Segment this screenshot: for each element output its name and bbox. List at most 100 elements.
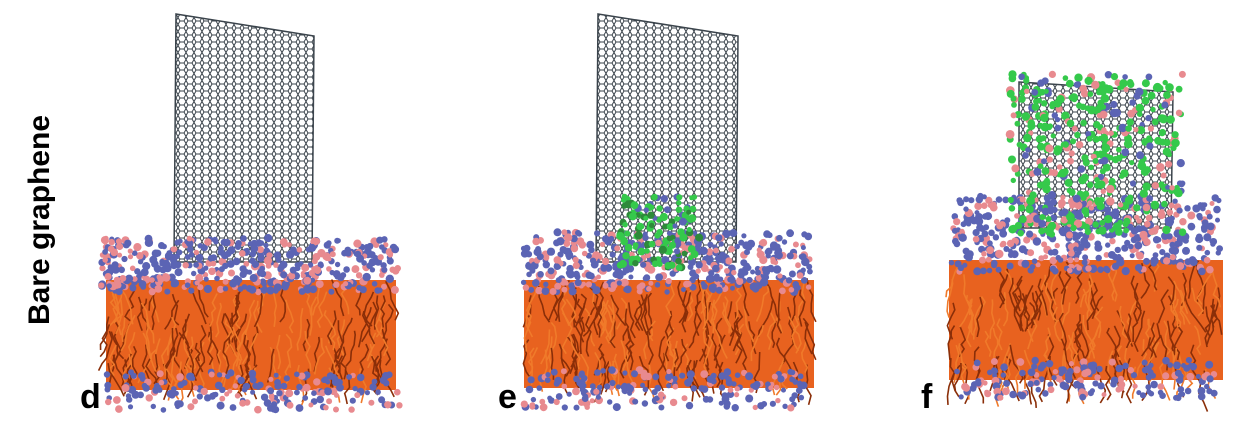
lipid-tail xyxy=(164,299,180,330)
atom xyxy=(786,252,794,260)
lipid-tail xyxy=(1136,339,1148,376)
lipid-tail xyxy=(165,328,175,369)
atom xyxy=(187,403,195,411)
atom xyxy=(261,281,267,287)
atom xyxy=(1116,254,1122,259)
lipid-tail xyxy=(998,271,1006,309)
atom xyxy=(270,406,277,413)
lipid-tail xyxy=(1050,287,1059,324)
atom xyxy=(1116,258,1125,267)
atom xyxy=(1163,257,1171,265)
atom xyxy=(1211,194,1219,202)
atom xyxy=(1000,240,1007,247)
lipid-tail xyxy=(171,293,180,326)
lipid-tail xyxy=(1111,267,1118,302)
lipid-tail xyxy=(539,349,548,392)
lipid-tail xyxy=(523,316,532,352)
atom xyxy=(1163,91,1171,99)
atom xyxy=(581,281,587,287)
atom xyxy=(1099,110,1108,119)
atom xyxy=(307,262,314,268)
atom xyxy=(1156,84,1164,92)
panel-f-illustration xyxy=(945,70,1223,412)
lipid-tail xyxy=(576,298,586,332)
panel-d: d xyxy=(80,0,420,428)
atom xyxy=(585,252,592,259)
atom xyxy=(1066,267,1073,274)
atom xyxy=(1145,73,1153,81)
atom xyxy=(1210,371,1218,378)
lipid-tail xyxy=(1008,277,1022,320)
atom xyxy=(1097,266,1104,274)
atom xyxy=(958,233,967,242)
atom xyxy=(127,248,133,254)
atom xyxy=(788,270,796,278)
atom xyxy=(126,396,133,403)
atom xyxy=(651,260,659,268)
atom xyxy=(570,244,579,253)
panel-f: f xyxy=(921,0,1235,428)
atom xyxy=(1135,225,1143,233)
atom xyxy=(734,372,741,379)
lipid-tail xyxy=(1113,325,1121,358)
atom xyxy=(553,256,562,264)
atom xyxy=(1110,380,1117,388)
atom xyxy=(265,262,272,269)
atom xyxy=(594,230,601,237)
atom xyxy=(630,201,639,210)
atom xyxy=(689,269,697,278)
panel-e-illustration xyxy=(520,13,817,412)
atom xyxy=(1161,200,1168,208)
lipid-tail xyxy=(122,353,133,387)
atom xyxy=(563,233,573,242)
lipid-tail xyxy=(151,288,157,331)
atom xyxy=(655,273,663,282)
atom xyxy=(619,259,627,268)
lipid-tail xyxy=(1044,354,1054,385)
atom xyxy=(1066,119,1075,128)
lipid-tail xyxy=(1106,327,1117,360)
lipid-tail xyxy=(569,336,581,370)
atom xyxy=(609,251,616,258)
atom xyxy=(301,263,310,272)
atom xyxy=(131,250,138,256)
atom xyxy=(263,247,270,254)
atom xyxy=(1177,392,1183,398)
atom xyxy=(222,286,229,292)
atom xyxy=(628,212,637,221)
atom xyxy=(781,239,788,245)
atom xyxy=(1156,243,1162,249)
atom xyxy=(1061,382,1070,391)
atom xyxy=(752,404,758,411)
atom xyxy=(1136,111,1143,117)
atom xyxy=(786,229,794,238)
atom xyxy=(770,256,776,262)
atom xyxy=(986,267,993,274)
atom xyxy=(1206,375,1214,383)
lipid-tail xyxy=(628,302,636,339)
lipid-tail xyxy=(1070,331,1079,364)
lipid-tail xyxy=(593,302,602,336)
atom xyxy=(539,403,548,412)
atom xyxy=(348,406,355,413)
atom xyxy=(973,359,981,367)
atom xyxy=(951,213,959,220)
atom xyxy=(1016,141,1023,148)
atom xyxy=(979,256,986,264)
lipid-tail xyxy=(253,286,263,328)
atom xyxy=(255,288,262,296)
lipid-tail xyxy=(776,292,783,334)
lipid-tail xyxy=(272,289,278,327)
atom xyxy=(557,251,564,258)
atom xyxy=(602,282,609,289)
atom xyxy=(140,268,149,277)
lipid-tail xyxy=(766,312,777,350)
atom xyxy=(108,238,115,246)
atom xyxy=(1018,73,1025,81)
atom xyxy=(574,273,581,280)
lipid-tail xyxy=(1173,280,1189,315)
lipid-tail xyxy=(1014,359,1021,394)
atom xyxy=(220,372,226,378)
atom xyxy=(1119,79,1128,88)
atom xyxy=(1093,121,1101,129)
